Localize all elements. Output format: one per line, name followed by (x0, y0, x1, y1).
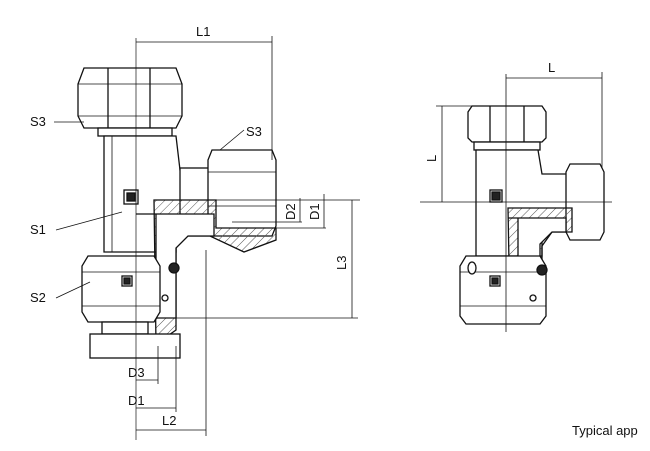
right-lower-nut (459, 255, 547, 325)
label-l-horizontal: L (548, 60, 555, 75)
bottom-base (89, 333, 181, 359)
label-d1-bottom: D1 (128, 393, 145, 408)
label-d3-bottom: D3 (128, 365, 145, 380)
label-s2: S2 (30, 290, 46, 305)
label-s3-branch: S3 (246, 124, 262, 139)
label-l2: L2 (162, 413, 176, 428)
branch-hex-nut (207, 149, 277, 237)
caption-text: Typical app (572, 423, 638, 438)
label-l-vertical: L (424, 155, 439, 162)
label-l3: L3 (334, 256, 349, 270)
right-top-hex (467, 105, 547, 143)
left-dimensions (54, 36, 353, 436)
top-hex-nut (77, 67, 183, 129)
label-s3-top: S3 (30, 114, 46, 129)
left-centerlines (135, 38, 360, 440)
label-l1: L1 (196, 24, 210, 39)
label-s1: S1 (30, 222, 46, 237)
label-d2-right: D2 (283, 203, 298, 220)
label-d1-right: D1 (307, 203, 322, 220)
lower-hex-nut (81, 255, 161, 323)
right-dimensions (420, 72, 612, 332)
bottom-stub (101, 321, 149, 335)
left-fitting-view (77, 67, 277, 359)
o-ring (168, 262, 180, 274)
right-fitting-view (459, 105, 605, 325)
